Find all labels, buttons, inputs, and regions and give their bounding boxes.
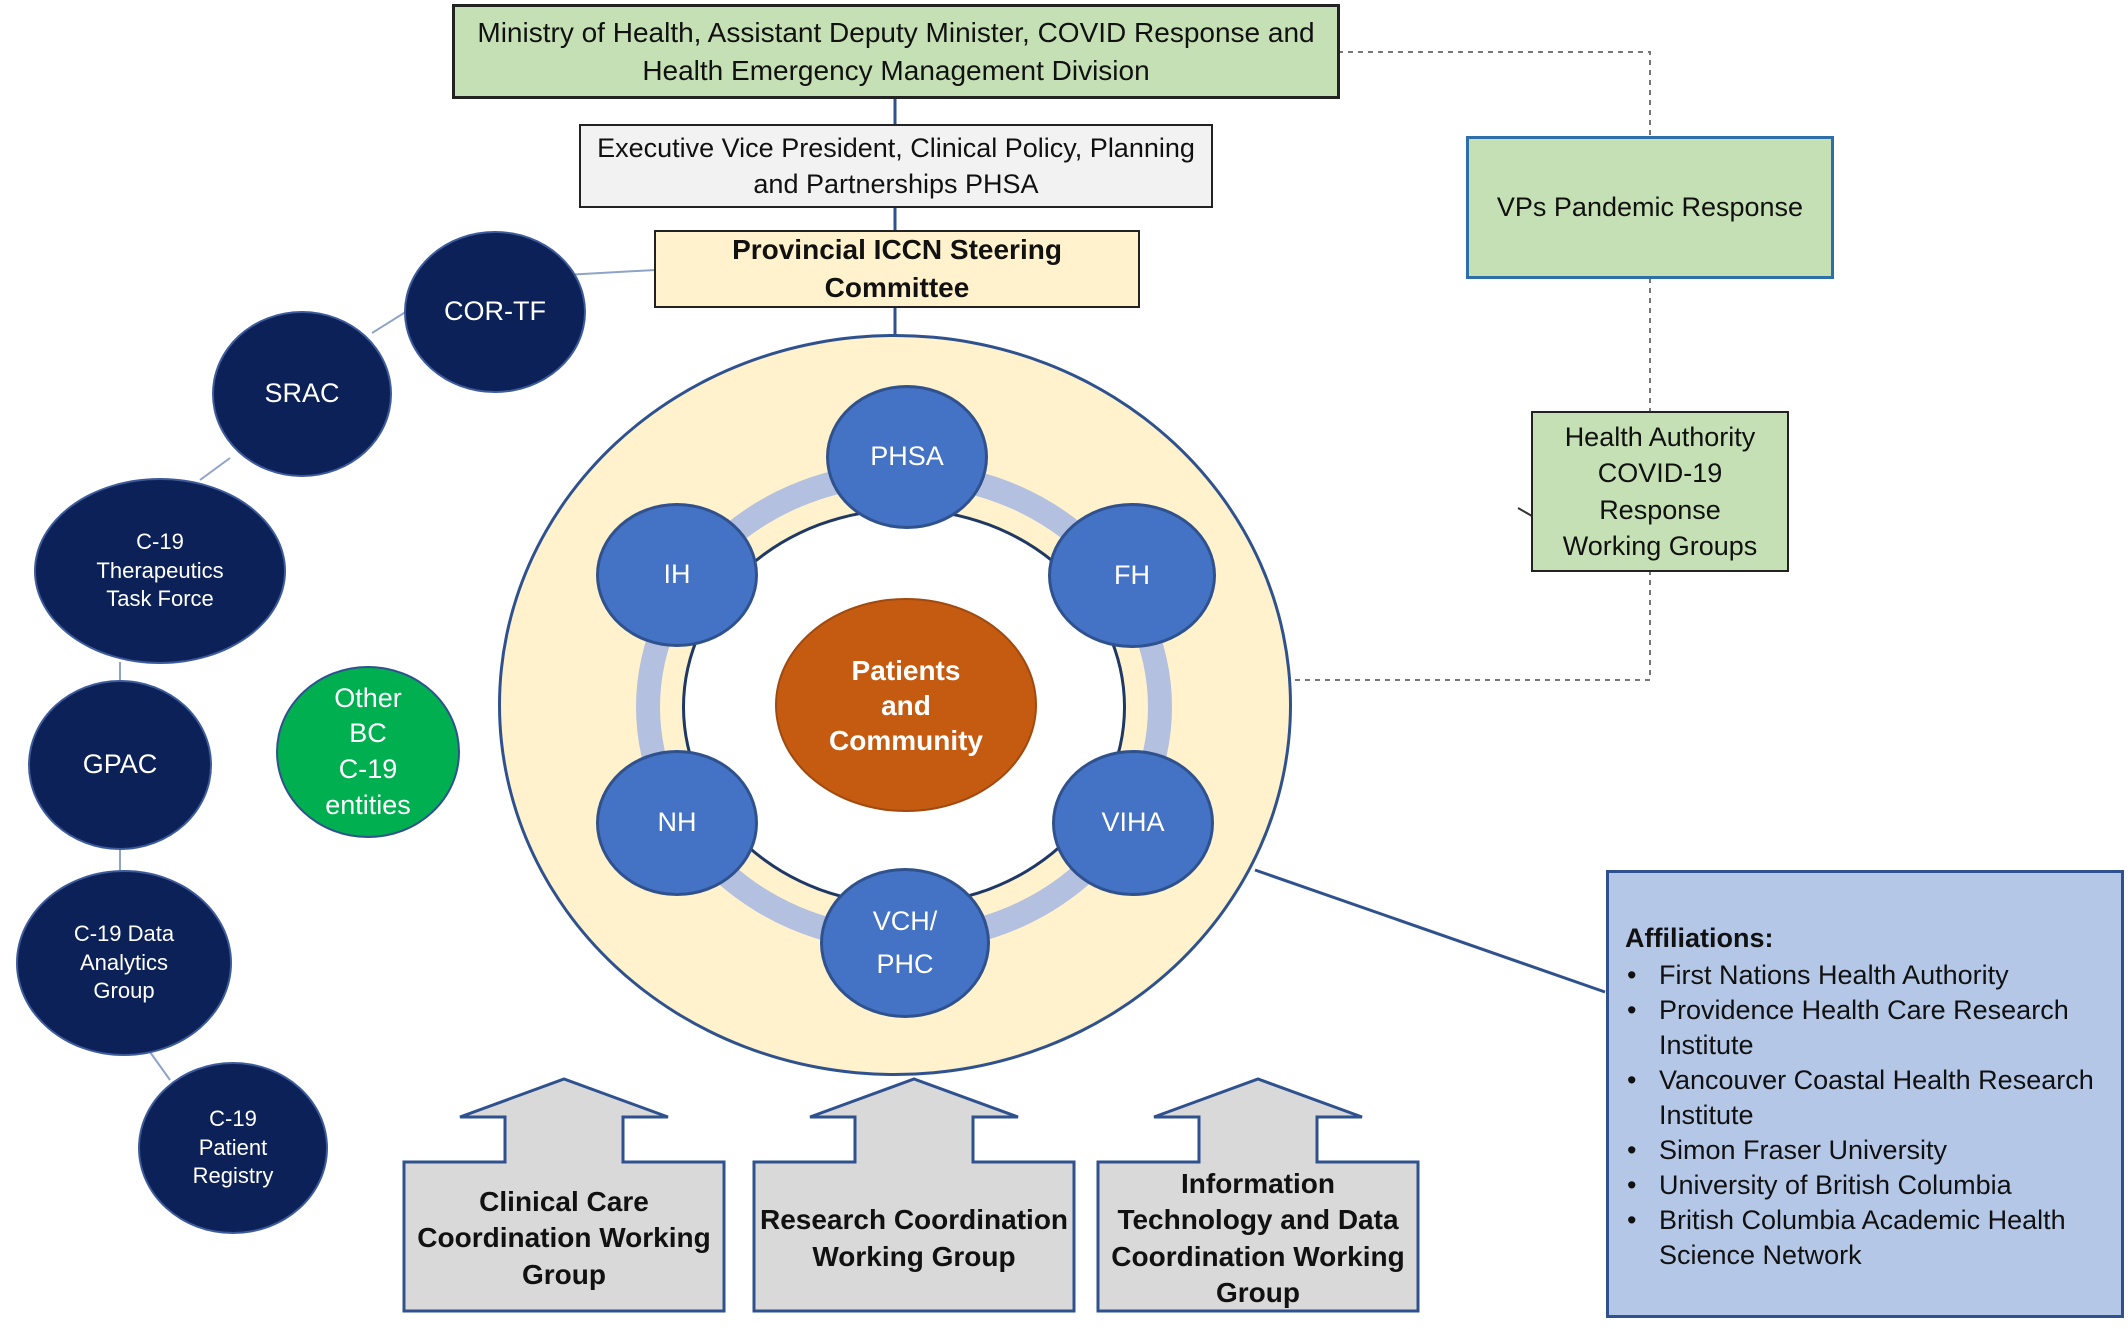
srac-node: SRAC [212, 311, 392, 477]
affiliations-list: First Nations Health Authority Providenc… [1625, 958, 2101, 1273]
affiliation-item: Vancouver Coastal Health Research Instit… [1625, 1063, 2101, 1133]
nh-node: NH [596, 750, 758, 896]
data-analytics-group-node: C-19 Data Analytics Group [16, 870, 232, 1056]
fh-node: FH [1048, 503, 1216, 648]
affiliation-item: Simon Fraser University [1625, 1133, 2101, 1168]
cor-tf-node: COR-TF [404, 231, 586, 393]
health-authority-groups-box: Health Authority COVID-19 Response Worki… [1531, 411, 1789, 572]
evp-box: Executive Vice President, Clinical Polic… [579, 124, 1213, 208]
it-data-label: Information Technology and Data Coordina… [1111, 1167, 1405, 1308]
research-coordination-label: Research Coordination Working Group [759, 1204, 1069, 1272]
patients-community-node: Patients and Community [775, 598, 1037, 812]
viha-node: VIHA [1052, 750, 1214, 896]
therapeutics-task-force-node: C-19 Therapeutics Task Force [34, 478, 286, 664]
clinical-care-label: Clinical Care Coordination Working Group [417, 1185, 711, 1290]
clinical-care-working-group: Clinical Care Coordination Working Group [400, 1075, 728, 1315]
patient-registry-node: C-19 Patient Registry [138, 1062, 328, 1234]
affiliations-box: Affiliations: First Nations Health Autho… [1606, 870, 2124, 1318]
ministry-box: Ministry of Health, Assistant Deputy Min… [452, 4, 1340, 99]
it-data-working-group: Information Technology and Data Coordina… [1094, 1075, 1422, 1315]
affiliation-item: University of British Columbia [1625, 1168, 2101, 1203]
phsa-node: PHSA [826, 385, 988, 529]
ih-node: IH [596, 503, 758, 647]
affiliation-item: Providence Health Care Research Institut… [1625, 993, 2101, 1063]
affiliations-title: Affiliations: [1625, 923, 1774, 953]
affiliation-item: First Nations Health Authority [1625, 958, 2101, 993]
other-bc-entities-node: Other BC C-19 entities [276, 666, 460, 838]
research-coordination-working-group: Research Coordination Working Group [750, 1075, 1078, 1315]
steering-committee-box: Provincial ICCN Steering Committee [654, 230, 1140, 308]
vch-phc-node: VCH/ PHC [820, 868, 990, 1018]
vps-pandemic-response-box: VPs Pandemic Response [1466, 136, 1834, 279]
affiliation-item: British Columbia Academic Health Science… [1625, 1203, 2101, 1273]
gpac-node: GPAC [28, 680, 212, 850]
